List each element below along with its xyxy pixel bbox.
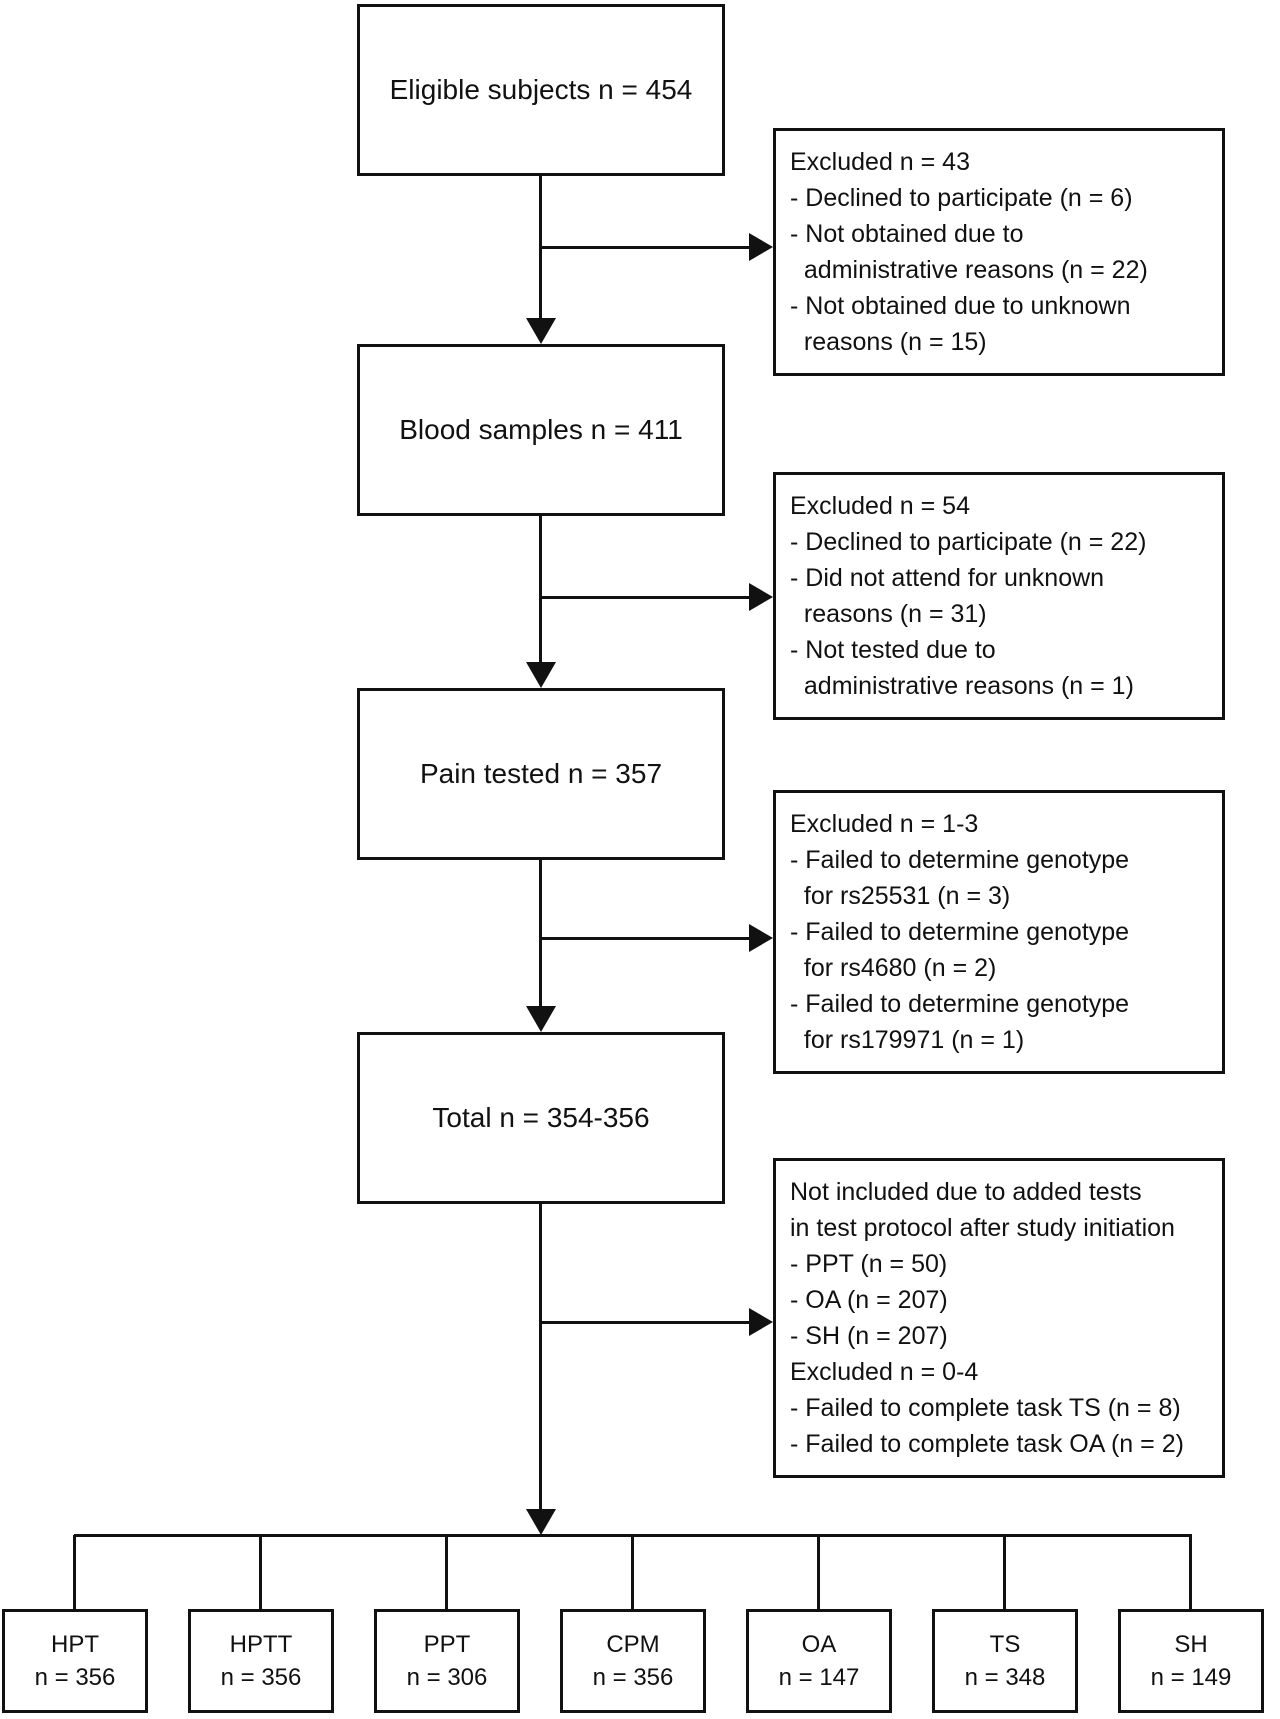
flow-line-drop-1 <box>73 1535 76 1610</box>
side-box-line: - Declined to participate (n = 6) <box>790 184 1133 212</box>
flow-box-label: Blood samples n = 411 <box>399 414 683 445</box>
side-box-line: administrative reasons (n = 1) <box>790 672 1134 700</box>
arrowhead-right-4 <box>749 1308 773 1336</box>
arrowhead-right-2 <box>749 583 773 611</box>
flow-line-branch-2 <box>540 596 750 599</box>
flow-box-pain-tested: Pain tested n = 357 <box>357 688 725 860</box>
side-box-line: reasons (n = 31) <box>790 600 987 628</box>
side-box-line: - SH (n = 207) <box>790 1322 948 1350</box>
arrowhead-down-2 <box>526 662 556 688</box>
outcome-count: n = 356 <box>592 1664 674 1691</box>
side-box-line: - Failed to determine genotype <box>790 846 1130 874</box>
side-box-line: - Not obtained due to <box>790 220 1024 248</box>
outcome-box-ts: TS n = 348 <box>932 1609 1078 1713</box>
outcome-count: n = 356 <box>220 1664 302 1691</box>
arrowhead-down-3 <box>526 1006 556 1032</box>
side-box-line: Excluded n = 54 <box>790 492 970 520</box>
flow-line-drop-6 <box>1003 1535 1006 1610</box>
outcome-label: CPM <box>606 1631 660 1658</box>
side-box-line: - Not tested due to <box>790 636 996 664</box>
flow-line-vertical-1 <box>539 176 542 322</box>
side-box-excluded-3: Excluded n = 1-3 - Failed to determine g… <box>773 790 1225 1074</box>
side-box-line: - OA (n = 207) <box>790 1286 948 1314</box>
flow-line-drop-4 <box>631 1535 634 1610</box>
flow-line-branch-4 <box>540 1321 750 1324</box>
flow-line-drop-7 <box>1189 1535 1192 1610</box>
flow-box-label: Pain tested n = 357 <box>419 758 663 789</box>
outcome-count: n = 356 <box>34 1664 116 1691</box>
flow-box-blood-samples: Blood samples n = 411 <box>357 344 725 516</box>
outcome-box-hpt: HPT n = 356 <box>2 1609 148 1713</box>
flow-line-drop-3 <box>445 1535 448 1610</box>
side-box-line: - Failed to determine genotype <box>790 918 1130 946</box>
outcome-count: n = 147 <box>778 1664 860 1691</box>
side-box-line: Not included due to added tests <box>790 1178 1142 1206</box>
side-box-line: administrative reasons (n = 22) <box>790 256 1148 284</box>
outcome-count: n = 306 <box>406 1664 488 1691</box>
flow-box-total: Total n = 354-356 <box>357 1032 725 1204</box>
side-box-line: for rs179971 (n = 1) <box>790 1026 1025 1054</box>
side-box-line: in test protocol after study initiation <box>790 1214 1175 1242</box>
outcome-box-oa: OA n = 147 <box>746 1609 892 1713</box>
side-box-not-included: Not included due to added tests in test … <box>773 1158 1225 1478</box>
side-box-line: for rs25531 (n = 3) <box>790 882 1011 910</box>
side-box-excluded-2: Excluded n = 54 - Declined to participat… <box>773 472 1225 720</box>
flow-box-label: Eligible subjects n = 454 <box>389 74 693 105</box>
outcome-count: n = 348 <box>964 1664 1046 1691</box>
side-box-line: - Failed to complete task OA (n = 2) <box>790 1430 1184 1458</box>
flow-line-drop-5 <box>817 1535 820 1610</box>
arrowhead-down-1 <box>526 318 556 344</box>
arrowhead-right-3 <box>749 924 773 952</box>
arrowhead-right-1 <box>749 233 773 261</box>
outcome-count: n = 149 <box>1150 1664 1232 1691</box>
side-box-line: - Failed to determine genotype <box>790 990 1130 1018</box>
outcome-box-hptt: HPTT n = 356 <box>188 1609 334 1713</box>
side-box-line: Excluded n = 1-3 <box>790 810 979 838</box>
side-box-line: Excluded n = 0-4 <box>790 1358 979 1386</box>
side-box-line: - Declined to participate (n = 22) <box>790 528 1147 556</box>
flow-box-label: Total n = 354-356 <box>432 1102 650 1133</box>
side-box-line: - Did not attend for unknown <box>790 564 1105 592</box>
arrowhead-down-4 <box>526 1509 556 1535</box>
outcome-label: TS <box>989 1631 1021 1658</box>
flow-line-vertical-3 <box>539 860 542 1008</box>
outcome-box-ppt: PPT n = 306 <box>374 1609 520 1713</box>
side-box-line: - Not obtained due to unknown <box>790 292 1131 320</box>
outcome-box-cpm: CPM n = 356 <box>560 1609 706 1713</box>
flow-line-branch-3 <box>540 937 750 940</box>
flow-line-drop-2 <box>259 1535 262 1610</box>
outcome-label: OA <box>801 1631 837 1658</box>
side-box-excluded-1: Excluded n = 43 - Declined to participat… <box>773 128 1225 376</box>
outcome-box-sh: SH n = 149 <box>1118 1609 1264 1713</box>
side-box-line: for rs4680 (n = 2) <box>790 954 997 982</box>
side-box-line: - PPT (n = 50) <box>790 1250 948 1278</box>
outcome-label: HPTT <box>229 1631 293 1658</box>
flow-line-vertical-2 <box>539 516 542 664</box>
side-box-line: Excluded n = 43 <box>790 148 970 176</box>
outcome-label: PPT <box>423 1631 471 1658</box>
flow-box-eligible-subjects: Eligible subjects n = 454 <box>357 4 725 176</box>
side-box-line: reasons (n = 15) <box>790 328 987 356</box>
flow-line-branch-1 <box>540 246 750 249</box>
side-box-line: - Failed to complete task TS (n = 8) <box>790 1394 1181 1422</box>
outcome-label: SH <box>1174 1631 1208 1658</box>
flow-line-vertical-4 <box>539 1204 542 1511</box>
outcome-label: HPT <box>51 1631 99 1658</box>
